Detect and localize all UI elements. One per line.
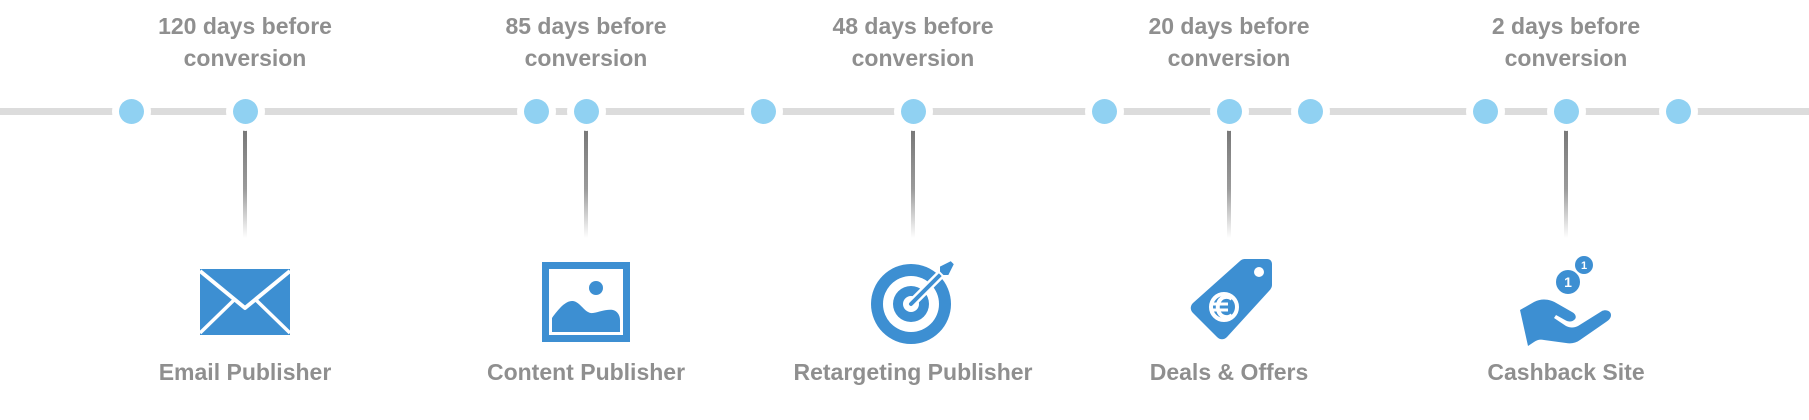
timeline-dot [118,99,144,124]
publisher-name-label: Email Publisher [158,359,332,385]
time-before-conversion-label: 20 days before conversion [1148,13,1310,71]
time-before-conversion-label: 2 days before conversion [1491,13,1641,71]
svg-text:1: 1 [1564,274,1572,290]
milestone-deals-offers: 20 days before conversion Deals & Offers [1069,0,1389,420]
connector-line [584,128,588,238]
hand-coins-icon: 1 1 [1516,252,1616,352]
timeline-dot [1472,99,1498,124]
connector-line [1564,128,1568,238]
price-tag-icon [1179,252,1279,352]
milestone-content-publisher: 85 days before conversion Content Publis… [426,0,746,420]
milestone-dot [900,99,926,124]
publisher-name-label: Retargeting Publisher [793,359,1033,385]
publisher-name-label: Cashback Site [1487,359,1645,385]
time-before-conversion-label: 48 days before conversion [832,13,994,71]
timeline-dot [1665,99,1691,124]
timeline-dot [1091,99,1117,124]
publisher-name-label: Content Publisher [486,359,686,385]
connector-line [911,128,915,238]
milestone-dot [1553,99,1579,124]
time-before-conversion-label: 85 days before conversion [505,13,667,71]
envelope-icon [195,252,295,352]
milestone-dot [1216,99,1242,124]
timeline-dot [1297,99,1323,124]
milestone-retargeting-publisher: 48 days before conversion Retargeting Pu… [753,0,1073,420]
milestone-cashback-site: 2 days before conversion 1 1 Cashback Si… [1406,0,1726,420]
milestone-dot [232,99,258,124]
publisher-name-label: Deals & Offers [1149,359,1309,385]
svg-text:1: 1 [1581,260,1587,272]
target-icon [863,252,963,352]
timeline-dot [750,99,776,124]
image-icon [536,252,636,352]
timeline-dot [523,99,549,124]
connector-line [1227,128,1231,238]
milestone-dot [573,99,599,124]
connector-line [243,128,247,238]
time-before-conversion-label: 120 days before conversion [158,13,332,71]
milestone-email-publisher: 120 days before conversion Email Publish… [85,0,405,420]
